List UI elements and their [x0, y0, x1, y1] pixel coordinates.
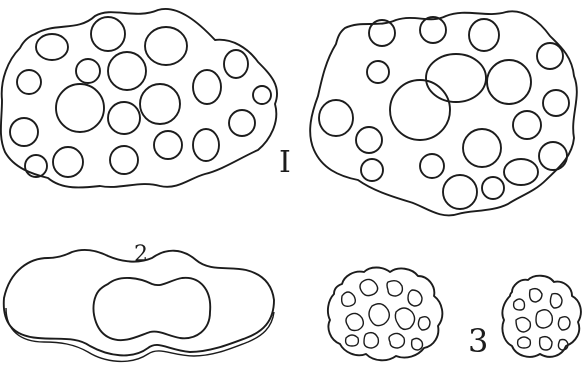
figure-1-right-body — [310, 11, 577, 215]
figure-label-3: 3 — [468, 325, 488, 357]
figure-label-1: I — [279, 148, 291, 178]
figure-label-2: 2 — [134, 244, 148, 266]
figure-3-left-cluster — [328, 268, 442, 361]
figure-1-left-body — [1, 9, 277, 188]
figure-3-right-cluster — [502, 276, 580, 357]
